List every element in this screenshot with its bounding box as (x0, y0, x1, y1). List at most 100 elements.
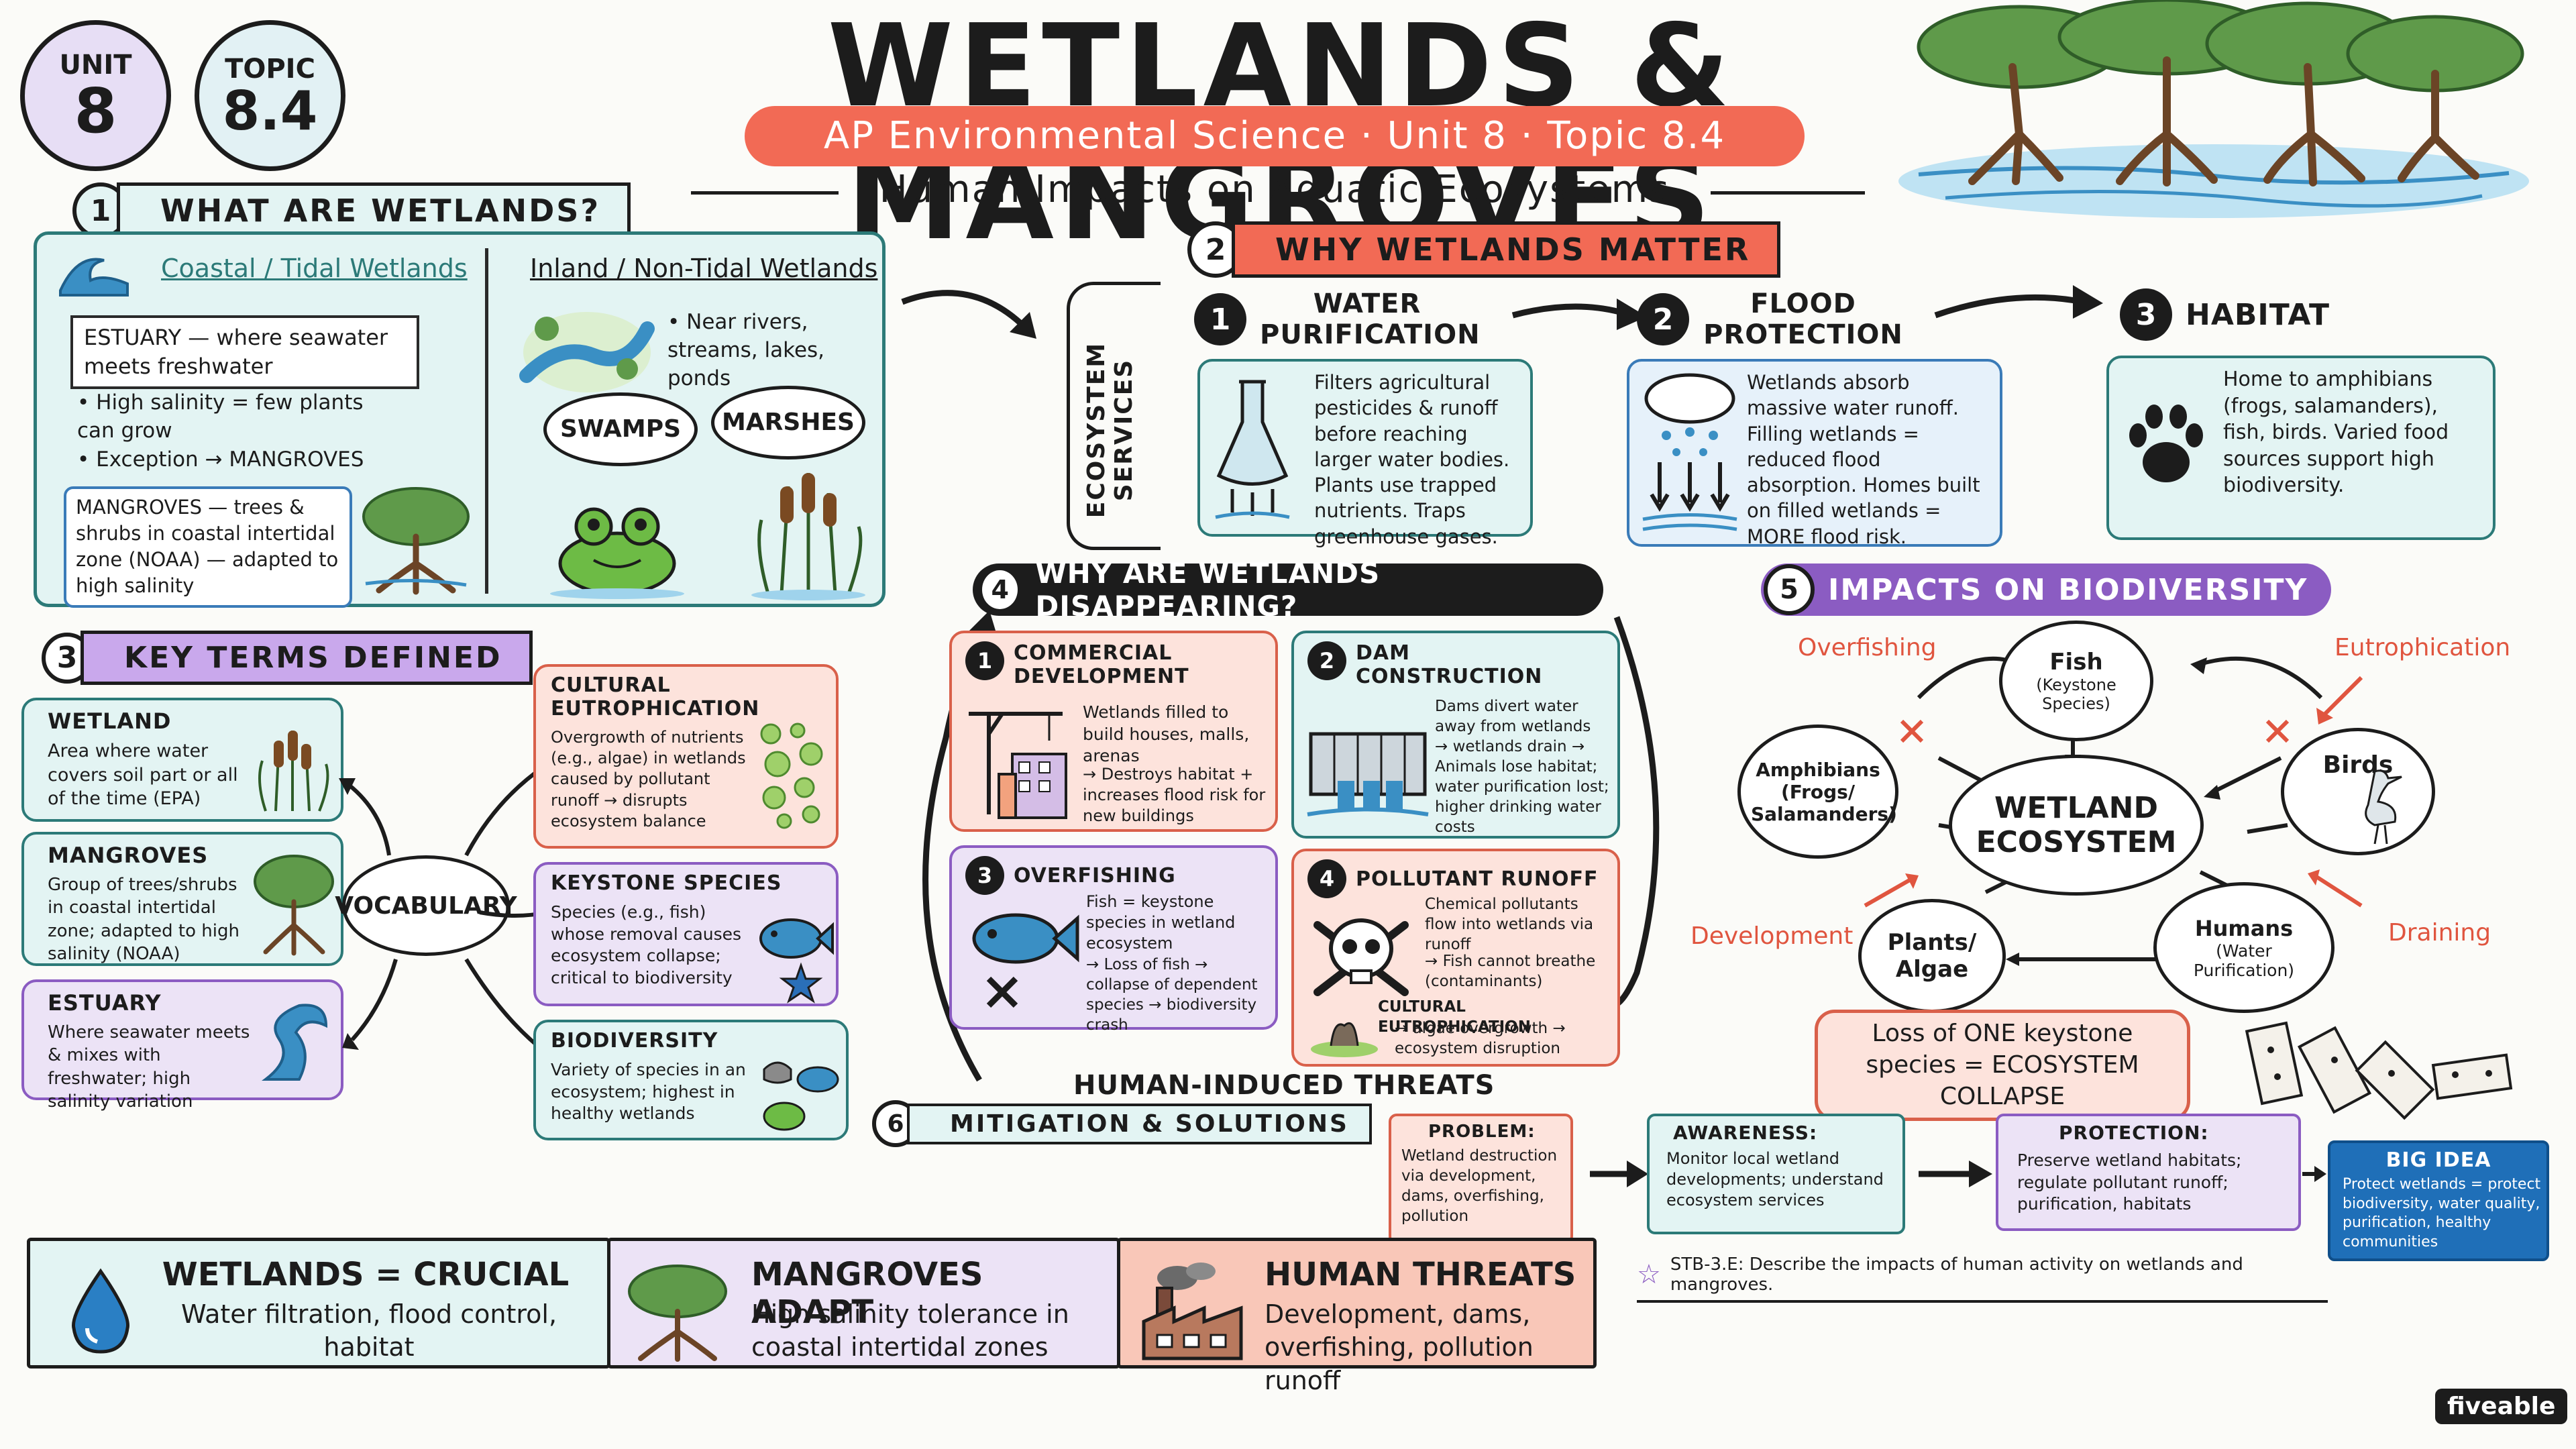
term-estuary-text: Where seawater meets & mixes with freshw… (48, 1022, 250, 1112)
arrow-problem-to-awareness (1590, 1161, 1648, 1187)
fish-node: Fish (Keystone Species) (1999, 621, 2153, 741)
overfishing-label: Overfishing (1798, 634, 1937, 661)
draining-label: Draining (2388, 919, 2491, 947)
term-estuary-title: ESTUARY (48, 990, 162, 1016)
fish-star-icon (759, 918, 834, 1004)
arrow-awareness-to-protection (1919, 1161, 1992, 1187)
factory-icon (1142, 1263, 1243, 1360)
term-wetland-card: WETLAND Area where water covers soil par… (21, 698, 343, 822)
algae-icon (760, 722, 823, 829)
animals-icon (763, 1061, 839, 1131)
section6-title: MITIGATION & SOLUTIONS (907, 1103, 1372, 1144)
service2-text: Wetlands absorb massive water runoff. Fi… (1747, 371, 1980, 548)
threat1-card: 1 COMMERCIAL DEVELOPMENT Wetlands filled… (949, 631, 1278, 832)
arrow-service2-to-3 (1934, 285, 2103, 319)
section1-header: 1 WHAT ARE WETLANDS? (72, 182, 631, 239)
threat3-heading: 3 OVERFISHING (965, 856, 1176, 895)
summary-crucial-title: WETLANDS = CRUCIAL (162, 1256, 570, 1293)
section1-divider (485, 248, 488, 594)
big-idea-title: BIG IDEA (2385, 1148, 2491, 1172)
term-estuary-card: ESTUARY Where seawater meets & mixes wit… (21, 979, 343, 1112)
protection-card: PROTECTION: Preserve wetland habitats; r… (1996, 1114, 2301, 1231)
eutrophication-label: Eutrophication (2334, 634, 2511, 661)
estuary-definition: ESTUARY — where seawater meets freshwate… (70, 315, 419, 390)
swamps-bubble: SWAMPS (543, 392, 698, 466)
fiveable-logo: fiveable (2435, 1389, 2568, 1424)
threat3-text: Fish = keystone species in wetland ecosy… (1086, 892, 1236, 953)
development-label: Development (1690, 922, 1854, 950)
threat4-effect: → Fish cannot breathe (contaminants) (1425, 953, 1596, 990)
plants-node: Plants/ Algae (1858, 899, 2006, 1013)
service1-card: Filters agricultural pesticides & runoff… (1197, 359, 1533, 548)
vocabulary-hub: VOCABULARY (335, 855, 517, 956)
threat1-title: COMMERCIAL DEVELOPMENT (1014, 641, 1189, 688)
skull-crossbones-icon (1313, 918, 1409, 996)
course-banner: AP Environmental Science · Unit 8 · Topi… (745, 106, 1805, 166)
section2-title: WHY WETLANDS MATTER (1232, 221, 1781, 278)
threat4-title: POLLUTANT RUNOFF (1356, 867, 1599, 891)
summary-mangroves: MANGROVES ADAPT High salinity tolerance … (607, 1238, 1120, 1368)
section3-header: 3 KEY TERMS DEFINED (42, 631, 533, 685)
crane-building-icon (969, 712, 1067, 819)
ecosystem-services-label: ECOSYSTEM SERVICES (1083, 341, 1138, 519)
mangrove-small-icon (254, 855, 334, 956)
term-eutrophication-card: CULTURAL EUTROPHICATION Overgrowth of nu… (533, 664, 839, 849)
topic-value: 8.4 (222, 79, 318, 142)
birds-node: Birds (2281, 728, 2435, 855)
section1-panel: Coastal / Tidal Wetlands ESTUARY — where… (34, 231, 885, 608)
threat3-effect: → Loss of fish → collapse of dependent s… (1086, 956, 1258, 1034)
topic-badge: TOPIC 8.4 (195, 20, 345, 171)
subtitle-rule-right (1711, 191, 1865, 195)
flask-icon (1215, 380, 1290, 519)
threat2-effect: → wetlands drain → Animals lose habitat;… (1435, 738, 1609, 836)
coastal-bullet-salinity: • High salinity = few plants can grow (77, 390, 364, 443)
unit-label: UNIT (59, 49, 132, 80)
section4-number: 4 (978, 566, 1022, 613)
subtitle: Human Impacts on Aquatic Ecosystems (879, 168, 1670, 211)
coastal-heading: Coastal / Tidal Wetlands (161, 254, 468, 283)
fish-node-label: Fish (2049, 649, 2103, 676)
plants-node-label: Plants/ Algae (1887, 929, 1977, 983)
service2-card: Wetlands absorb massive water runoff. Fi… (1627, 359, 2002, 548)
service2-header: 2 FLOOD PROTECTION (1637, 288, 1904, 350)
section5-number: 5 (1764, 564, 1815, 615)
service3-card: Home to amphibians (frogs, salamanders),… (2106, 356, 2496, 540)
ecosystem-services-bracket (1067, 282, 1161, 550)
arrow-service1-to-2 (1511, 299, 1647, 330)
big-idea-text: Protect wetlands = protect biodiversity,… (2343, 1176, 2541, 1250)
fish-crossed-icon (972, 913, 1079, 1008)
mangroves-definition: MANGROVES — trees & shrubs in coastal in… (64, 486, 352, 608)
threat2-heading: 2 DAM CONSTRUCTION (1307, 641, 1577, 688)
standard-line: ☆ STB-3.E: Describe the impacts of human… (1637, 1254, 2328, 1303)
awareness-card: AWARENESS: Monitor local wetland develop… (1647, 1114, 1905, 1234)
marshes-bubble: MARSHES (711, 386, 865, 460)
cattail-icon (751, 473, 865, 600)
threat1-heading: 1 COMMERCIAL DEVELOPMENT (965, 641, 1235, 688)
service1-number: 1 (1194, 293, 1246, 345)
problem-text: Wetland destruction via development, dam… (1401, 1147, 1558, 1225)
term-wetland-title: WETLAND (48, 708, 172, 734)
protection-text: Preserve wetland habitats; regulate poll… (2017, 1150, 2242, 1214)
service3-header: 3 HABITAT (2120, 288, 2330, 341)
amphibians-node: Amphibians (Frogs/ Salamanders) (1737, 724, 1898, 859)
arrow-protection-to-bigidea (2302, 1166, 2326, 1182)
arrow-s1-to-s2 (901, 290, 1036, 339)
wave-icon (59, 258, 129, 297)
term-biodiversity-card: BIODIVERSITY Variety of species in an ec… (533, 1020, 849, 1140)
humans-node-sublabel: (Water Purification) (2193, 941, 2295, 980)
term-keystone-card: KEYSTONE SPECIES Species (e.g., fish) wh… (533, 862, 839, 1006)
inland-heading: Inland / Non-Tidal Wetlands (530, 254, 878, 283)
threat4-heading: 4 POLLUTANT RUNOFF (1307, 859, 1598, 898)
estuary-wave-icon (262, 1004, 328, 1081)
standard-text: STB-3.E: Describe the impacts of human a… (1670, 1254, 2243, 1295)
threat2-number: 2 (1307, 641, 1346, 680)
amphibians-node-label: Amphibians (Frogs/ Salamanders) (1751, 758, 1897, 825)
fish-node-sublabel: (Keystone Species) (2036, 676, 2116, 713)
section3-title: KEY TERMS DEFINED (80, 631, 533, 685)
section4-header: 4 WHY ARE WETLANDS DISAPPEARING? (973, 557, 1603, 623)
subtitle-rule-left (691, 191, 839, 195)
mangrove-tree-icon (362, 487, 470, 595)
term-eutrophication-title: CULTURAL EUTROPHICATION (551, 674, 760, 720)
threat3-card: 3 OVERFISHING Fish = keystone species in… (949, 845, 1278, 1034)
section4-title: WHY ARE WETLANDS DISAPPEARING? (1035, 557, 1381, 623)
